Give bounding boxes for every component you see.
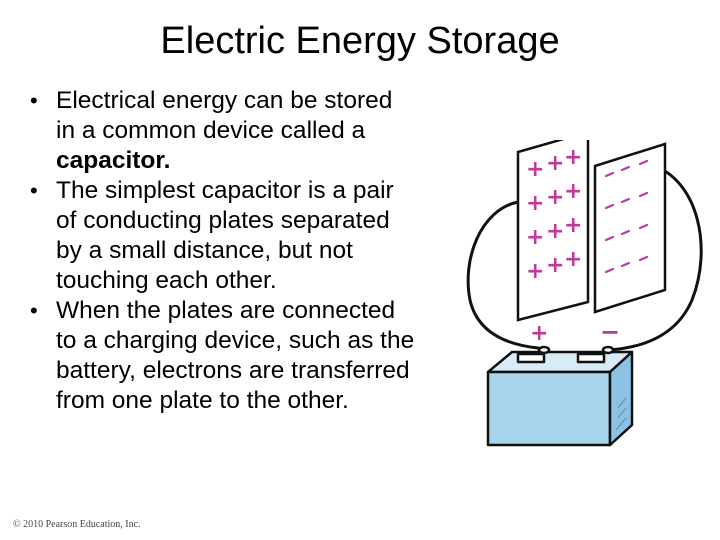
bullet-text: When the plates are connected to a charg… — [56, 296, 460, 416]
copyright-notice: © 2010 Pearson Education, Inc. — [13, 519, 141, 530]
battery-side — [608, 350, 634, 447]
plus-charge: + — [526, 259, 544, 284]
battery-plus-sign: + — [530, 321, 548, 346]
positive-charges: + + + + + + + + + + + + — [526, 145, 582, 284]
bullet-line: battery, electrons are transferred — [56, 357, 410, 384]
plus-charge: + — [526, 191, 544, 216]
negative-terminal-post — [601, 345, 615, 355]
plus-charge: + — [564, 213, 582, 238]
plus-charge: + — [546, 185, 564, 210]
right-wire — [609, 162, 703, 352]
battery-hatching — [615, 397, 627, 431]
plus-charge: + — [564, 179, 582, 204]
capacitor-illustration: + + + + + + + + + + + + + − — [466, 140, 703, 447]
bullet-line: to a charging device, such as the — [56, 327, 415, 354]
positive-plate — [516, 140, 590, 322]
bullet-marker: • — [30, 88, 38, 113]
left-wire — [466, 200, 543, 352]
battery-positive-terminal — [516, 352, 546, 364]
battery-minus-sign: − — [600, 318, 620, 346]
bullet-list: • Electrical energy can be stored in a c… — [30, 86, 460, 416]
bullet-line: When the plates are connected — [56, 297, 396, 324]
plus-charge: + — [546, 219, 564, 244]
bullet-text: The simplest capacitor is a pair of cond… — [56, 176, 460, 296]
plus-charge: + — [526, 225, 544, 250]
bullet-item: • Electrical energy can be stored in a c… — [30, 86, 460, 176]
bullet-line: of conducting plates separated — [56, 207, 390, 234]
bullet-line: by a small distance, but not — [56, 237, 353, 264]
bullet-line: in a common device called a — [56, 117, 366, 144]
slide-title: Electric Energy Storage — [160, 20, 560, 62]
bullet-line: from one plate to the other. — [56, 387, 349, 414]
battery-negative-terminal — [576, 352, 606, 364]
bullet-line: The simplest capacitor is a pair — [56, 177, 394, 204]
bullet-item: • When the plates are connected to a cha… — [30, 296, 460, 416]
bullet-line-bold-term: capacitor. — [56, 147, 171, 174]
bullet-marker: • — [30, 298, 38, 323]
bullet-line: touching each other. — [56, 267, 277, 294]
bullet-marker: • — [30, 178, 38, 203]
bullet-line: Electrical energy can be stored — [56, 87, 393, 114]
bullet-item: • The simplest capacitor is a pair of co… — [30, 176, 460, 296]
plus-charge: + — [564, 145, 582, 170]
plus-charge: + — [564, 247, 582, 272]
plus-charge: + — [546, 151, 564, 176]
negative-plate — [593, 142, 667, 314]
battery-top — [486, 350, 634, 374]
battery — [486, 345, 634, 447]
negative-charges — [604, 159, 649, 274]
bullet-text: Electrical energy can be stored in a com… — [56, 86, 460, 176]
plus-charge: + — [546, 253, 564, 278]
positive-terminal-post — [537, 345, 551, 355]
plus-charge: + — [526, 157, 544, 182]
battery-front — [486, 370, 612, 447]
